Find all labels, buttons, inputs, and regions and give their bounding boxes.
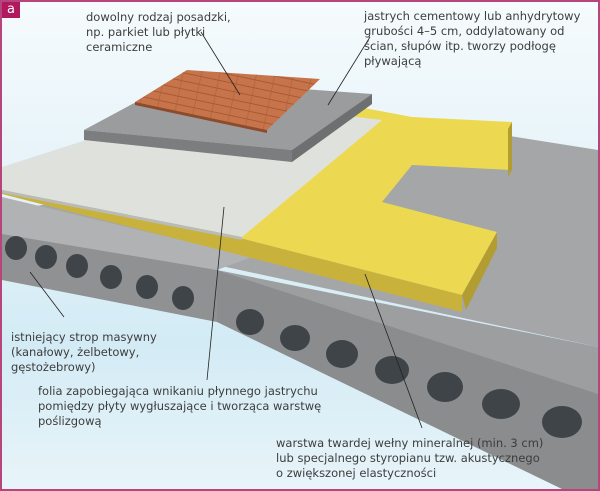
label-foil: folia zapobiegająca wnikaniu płynnego ja…: [38, 384, 322, 428]
label-screed: jastrych cementowy lub anhydrytowy grubo…: [364, 9, 581, 68]
parquet-layer: [135, 70, 320, 133]
label-slab: istniejący strop masywny (kanałowy, żelb…: [11, 330, 157, 374]
figure-badge: a: [2, 2, 20, 18]
leader-lines: [29, 31, 423, 429]
label-insulation: warstwa twardej wełny mineralnej (min. 3…: [276, 436, 544, 480]
label-flooring: dowolny rodzaj posadzki, np. parkiet lub…: [86, 10, 231, 54]
